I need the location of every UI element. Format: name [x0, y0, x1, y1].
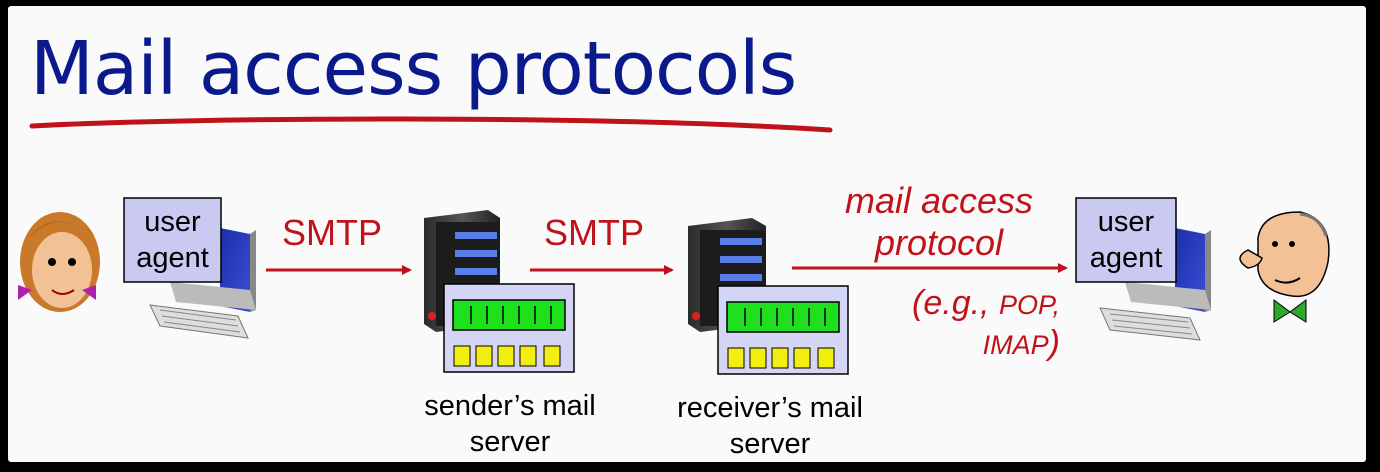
- smtp-label-1: SMTP: [282, 212, 383, 253]
- sender-server-label: sender’s mail server: [390, 388, 630, 460]
- sender-user-agent-box: [123, 197, 222, 283]
- access-protocol-examples-line2: IMAP): [860, 324, 1060, 363]
- examples-pop: POP,: [998, 290, 1060, 320]
- title-underline: [29, 116, 833, 133]
- receiver-computer-icon: [1099, 228, 1211, 341]
- sender-person-icon: [18, 212, 100, 312]
- receiver-user-agent-line1: user: [1097, 206, 1155, 238]
- access-protocol-examples-line1: (e.g., POP,: [860, 284, 1060, 323]
- sender-server-label-line1: sender’s mail: [424, 390, 596, 422]
- receiver-user-agent-label: user agent: [1076, 204, 1176, 276]
- sender-user-agent-line1: user: [144, 206, 201, 238]
- page-title: Mail access protocols: [30, 26, 797, 112]
- receiver-mail-server-icon: [688, 218, 849, 375]
- sender-user-agent-label: user agent: [124, 204, 221, 276]
- access-protocol-label-line1: mail access: [844, 180, 1034, 221]
- receiver-server-label-line1: receiver’s mail: [677, 392, 863, 424]
- receiver-user-agent-box: [1075, 197, 1177, 283]
- access-protocol-label-line2: protocol: [874, 222, 1004, 263]
- examples-close: ): [1048, 324, 1060, 362]
- receiver-server-label-line2: server: [729, 428, 811, 460]
- examples-open: (e.g.,: [912, 284, 999, 322]
- receiver-person-icon: [1239, 211, 1330, 323]
- receiver-user-agent-line2: agent: [1089, 242, 1163, 274]
- receiver-server-label: receiver’s mail server: [650, 390, 890, 462]
- sender-user-agent-line2: agent: [136, 242, 209, 274]
- sender-server-label-line2: server: [469, 426, 551, 458]
- sender-computer-icon: [149, 228, 256, 339]
- sender-mail-server-icon: [424, 210, 575, 373]
- smtp-label-2: SMTP: [544, 212, 645, 253]
- examples-imap: IMAP: [982, 330, 1049, 360]
